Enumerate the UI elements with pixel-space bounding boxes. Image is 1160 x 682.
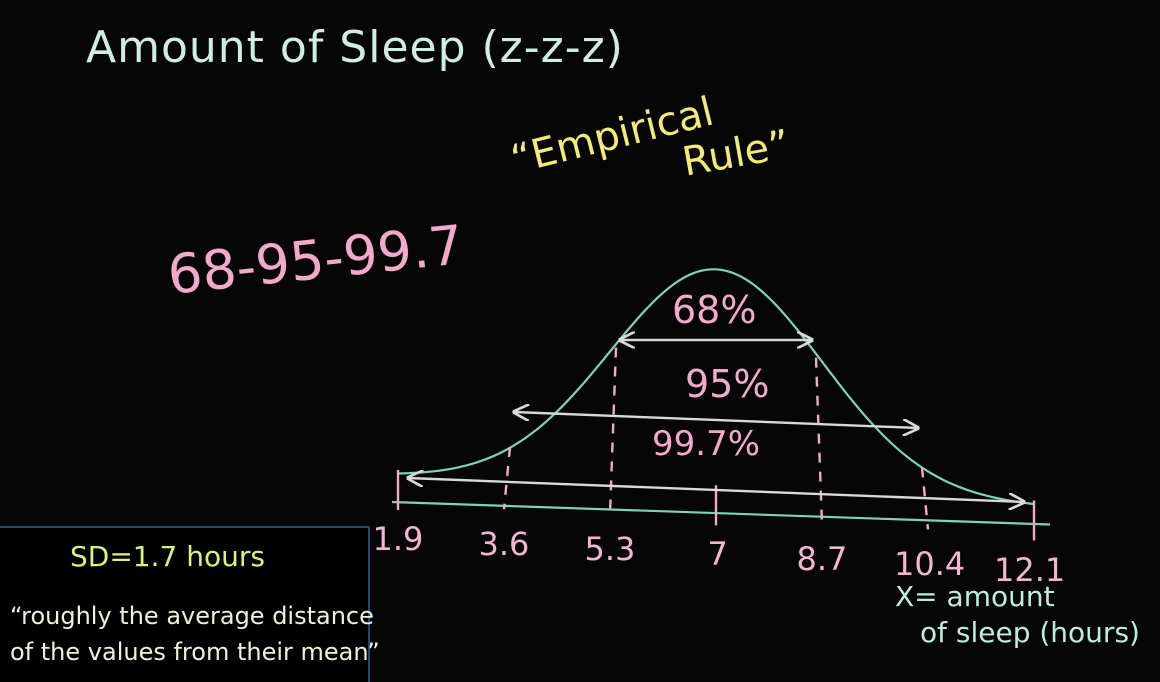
tick-label: 7 [707, 535, 728, 574]
tick-label: 12.1 [994, 550, 1066, 589]
x-axis-label-line1: X= amount [895, 580, 1055, 613]
sd-dashed-line [814, 357, 824, 525]
interval-arrow-95 [514, 412, 918, 428]
sd-definition-line2: of the values from their mean” [10, 638, 380, 666]
tick-label: 8.7 [796, 540, 848, 579]
tick-label: 10.4 [894, 545, 966, 584]
tick-label: 3.6 [478, 525, 530, 564]
label-99-7-percent: 99.7% [652, 424, 761, 464]
sd-definition-line1: “roughly the average distance [10, 602, 374, 630]
x-axis [391, 500, 1051, 526]
tick-label: 5.3 [584, 530, 636, 569]
tick-label: 1.9 [372, 520, 424, 558]
label-68-percent: 68% [672, 288, 757, 332]
sd-dashed-line [608, 347, 618, 515]
sd-dashed-line [502, 446, 512, 510]
label-95-percent: 95% [685, 362, 770, 406]
sd-value: SD=1.7 hours [70, 540, 265, 573]
sd-note-box: SD=1.7 hours “roughly the average distan… [0, 526, 380, 682]
interval-arrow-997 [408, 478, 1024, 502]
x-axis-label-line2: of sleep (hours) [920, 616, 1140, 649]
title: Amount of Sleep (z-z-z) [86, 22, 624, 73]
